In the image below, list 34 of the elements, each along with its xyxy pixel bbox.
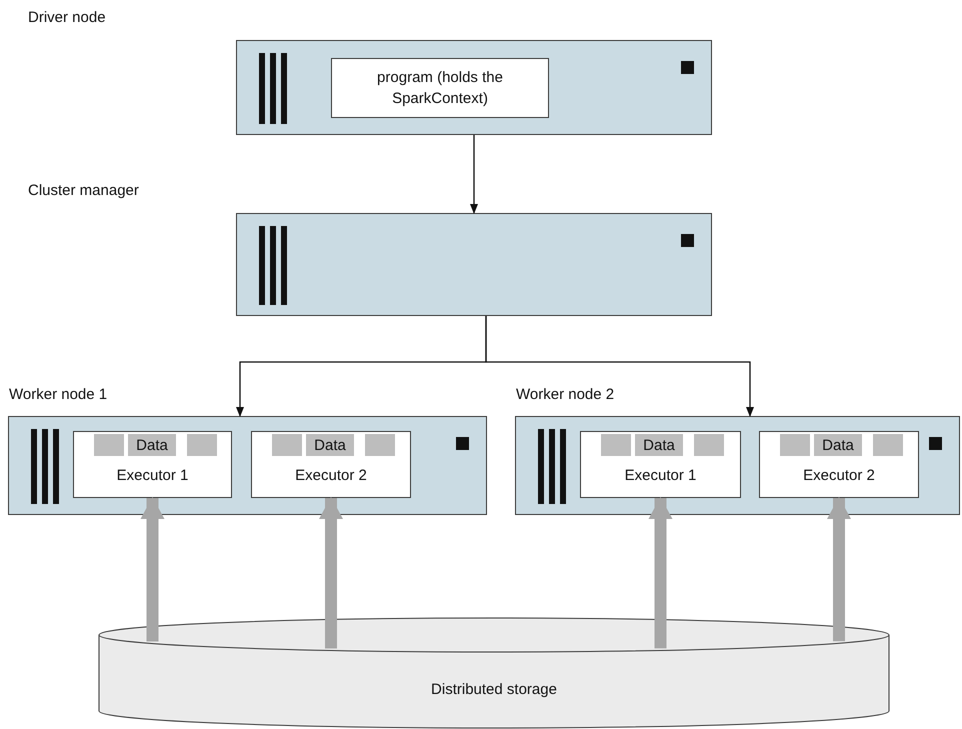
executor-label: Executor 2: [802, 467, 876, 484]
memory-block: [187, 434, 217, 456]
data-block: Data: [635, 434, 683, 456]
server-box: [236, 213, 712, 316]
memory-block: [780, 434, 810, 456]
arrow: [319, 497, 343, 648]
memory-block: [365, 434, 395, 456]
node-heading: Worker node 2: [516, 386, 614, 403]
memory-block: [272, 434, 302, 456]
node-heading: Cluster manager: [28, 182, 139, 199]
data-block: Data: [128, 434, 176, 456]
node-heading: Worker node 1: [9, 386, 108, 403]
arrow: [140, 497, 164, 642]
server-box: [236, 40, 712, 135]
arrow: [827, 497, 851, 642]
storage-label: Distributed storage: [430, 681, 558, 698]
memory-block: [873, 434, 903, 456]
memory-block: [694, 434, 724, 456]
arrow: [470, 135, 478, 214]
executor-label: Executor 2: [294, 467, 368, 484]
memory-block: [94, 434, 124, 456]
arrow: [648, 497, 672, 648]
arrow: [485, 316, 754, 417]
executor-box: [580, 431, 741, 498]
program-box: program (holds the SparkContext): [331, 58, 549, 118]
data-block: Data: [306, 434, 354, 456]
executor-box: [73, 431, 232, 498]
data-block: Data: [814, 434, 862, 456]
executor-label: Executor 1: [116, 467, 190, 484]
memory-block: [601, 434, 631, 456]
executor-label: Executor 1: [624, 467, 698, 484]
executor-box: [759, 431, 919, 498]
node-heading: Driver node: [28, 9, 106, 26]
executor-box: [251, 431, 411, 498]
